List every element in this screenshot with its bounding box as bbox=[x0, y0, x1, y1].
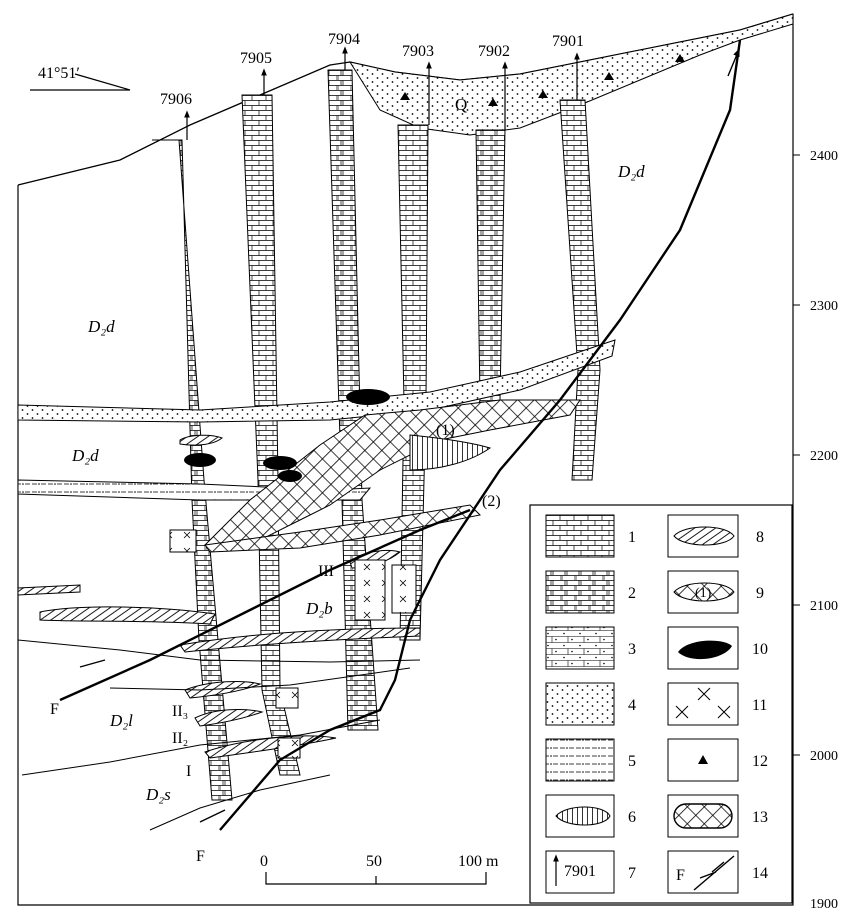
legend-number: 14 bbox=[752, 865, 768, 882]
label-d2s: D₂s bbox=[145, 785, 171, 804]
azimuth-label: 41°51′ bbox=[38, 65, 80, 82]
legend-number: 11 bbox=[752, 697, 767, 714]
label-ore-2: (2) bbox=[482, 493, 501, 510]
legend-sample-14 bbox=[693, 855, 735, 891]
legend-sample-9 bbox=[673, 582, 735, 602]
orebody-crosshatch-lower bbox=[204, 504, 482, 553]
label-d2d-left: D₂d bbox=[87, 317, 115, 336]
faults bbox=[59, 39, 742, 831]
elevation-tick: 2100 bbox=[810, 599, 838, 614]
legend-sample-11 bbox=[675, 687, 731, 719]
sandstone-horizon bbox=[17, 339, 616, 423]
label-d2b: D₂b bbox=[305, 599, 333, 618]
legend-number: 2 bbox=[628, 585, 636, 602]
legend-swatch-3 bbox=[545, 626, 615, 670]
drillhole-label: 7903 bbox=[402, 43, 434, 60]
legend-number: 12 bbox=[752, 753, 768, 770]
label-d2l: D₂l bbox=[109, 711, 133, 730]
scale-tick-0: 0 bbox=[260, 853, 268, 870]
legend: 7901 (1) F 1 2 3 4 5 6 7 8 bbox=[529, 504, 793, 904]
legend-sample-14-label: F bbox=[676, 867, 685, 884]
orebody-vline-lens bbox=[409, 434, 492, 471]
legend-sample-13 bbox=[673, 803, 733, 829]
elevation-tick: 2200 bbox=[810, 449, 838, 464]
quaternary-deposit bbox=[348, 13, 794, 136]
label-fault-lower: F bbox=[196, 848, 205, 865]
legend-swatch-14 bbox=[667, 850, 739, 894]
orebody-small-lens bbox=[179, 434, 223, 446]
x-pattern-zones bbox=[169, 529, 417, 759]
label-d2d-mid: D₂d bbox=[71, 446, 99, 465]
drillhole-label: 7906 bbox=[160, 91, 192, 108]
elevation-tick: 2300 bbox=[810, 299, 838, 314]
label-roman-II3: II₃ bbox=[172, 703, 188, 720]
label-ore-1: (1) bbox=[436, 422, 455, 439]
label-q: Q bbox=[455, 95, 467, 114]
legend-number: 5 bbox=[628, 753, 636, 770]
legend-sample-12 bbox=[698, 755, 708, 764]
formation-labels: Q D₂d D₂d D₂d D₂b D₂l D₂s bbox=[71, 95, 645, 804]
orebody-labels: (1) (2) III II₃ II₂ I F F bbox=[50, 422, 501, 865]
legend-swatch-4 bbox=[545, 682, 615, 726]
legend-number: 9 bbox=[756, 585, 764, 602]
drillhole-label: 7905 bbox=[240, 50, 272, 67]
elevation-tick: 2000 bbox=[810, 749, 838, 764]
label-fault-upper: F bbox=[50, 701, 59, 718]
legend-sample-10 bbox=[678, 640, 732, 660]
legend-sample-6 bbox=[555, 806, 611, 826]
orebody-hatched-lenses bbox=[17, 549, 421, 759]
drillhole-label: 7901 bbox=[552, 33, 584, 50]
legend-swatch-11 bbox=[667, 682, 739, 726]
legend-sample-8 bbox=[673, 526, 735, 546]
scale-bar: 0 50 100 m bbox=[260, 853, 499, 885]
legend-number: 4 bbox=[628, 697, 636, 714]
contact-lines bbox=[17, 639, 421, 831]
legend-sample-9-label: (1) bbox=[695, 586, 712, 601]
drillhole-label: 7904 bbox=[328, 31, 360, 48]
section-frame bbox=[17, 14, 794, 906]
label-roman-III: III bbox=[318, 563, 334, 580]
elevation-axis: 2400 2300 2200 2100 2000 1900 bbox=[793, 149, 838, 912]
legend-number: 7 bbox=[628, 865, 636, 882]
legend-swatch-2 bbox=[545, 570, 615, 614]
elevation-tick: 2400 bbox=[810, 149, 838, 164]
scale-tick-100: 100 m bbox=[458, 853, 499, 870]
azimuth-indicator: 41°51′ bbox=[30, 65, 131, 91]
drillhole-arrows bbox=[184, 46, 580, 140]
orebody-crosshatch-zone bbox=[203, 399, 581, 546]
elevation-tick: 1900 bbox=[810, 897, 838, 912]
legend-number: 8 bbox=[756, 529, 764, 546]
label-roman-II2: II₂ bbox=[172, 730, 188, 747]
drillhole-label: 7902 bbox=[478, 43, 510, 60]
legend-number: 3 bbox=[628, 641, 636, 658]
fault-sense-arrows bbox=[79, 48, 740, 823]
drillhole-labels: 7906 7905 7904 7903 7902 7901 bbox=[160, 31, 584, 108]
legend-sample-7: 7901 bbox=[564, 863, 596, 880]
legend-swatch-1 bbox=[545, 514, 615, 558]
legend-number: 6 bbox=[628, 809, 636, 826]
label-roman-I: I bbox=[186, 763, 191, 780]
legend-number: 1 bbox=[628, 529, 636, 546]
scale-tick-50: 50 bbox=[366, 853, 382, 870]
massive-sulfide-bodies bbox=[184, 389, 390, 482]
legend-swatch-5 bbox=[545, 738, 615, 782]
legend-number: 10 bbox=[752, 641, 768, 658]
rubble-triangles bbox=[400, 54, 685, 106]
label-d2d-upper: D₂d bbox=[617, 162, 645, 181]
legend-number: 13 bbox=[752, 809, 768, 826]
